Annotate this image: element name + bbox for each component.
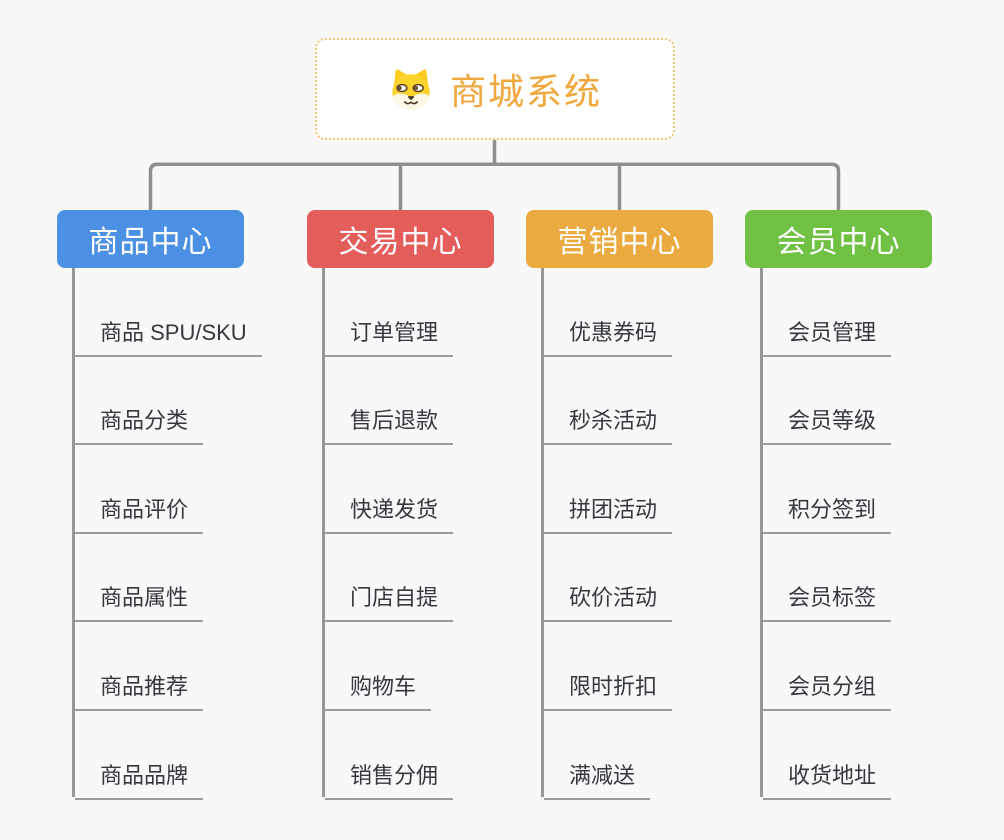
leaf-node[interactable]: 秒杀活动 [544,355,673,446]
branch-member-center: 会员中心 会员管理会员等级积分签到会员标签会员分组收货地址 [745,210,932,800]
leaf-node[interactable]: 售后退款 [325,355,454,446]
leaf-node[interactable]: 拼团活动 [544,443,673,534]
leaf-label: 积分签到 [763,492,892,534]
leaf-node[interactable]: 销售分佣 [325,709,454,800]
branch-marketing-center: 营销中心 优惠券码秒杀活动拼团活动砍价活动限时折扣满减送 [526,210,713,800]
leaf-label: 商品推荐 [75,669,204,711]
leaf-node[interactable]: 砍价活动 [544,532,673,623]
leaf-label: 销售分佣 [325,758,454,800]
leaf-node[interactable]: 快递发货 [325,443,454,534]
root-title: 商城系统 [449,71,602,112]
leaf-node[interactable]: 商品 SPU/SKU [75,268,262,357]
leaf-label: 购物车 [325,669,432,711]
branch-header-trade-center[interactable]: 交易中心 [307,210,494,268]
leaf-node[interactable]: 商品品牌 [75,709,204,800]
branch-children: 优惠券码秒杀活动拼团活动砍价活动限时折扣满减送 [541,268,713,800]
leaf-node[interactable]: 会员标签 [763,532,892,623]
leaf-node[interactable]: 门店自提 [325,532,454,623]
leaf-label: 商品分类 [75,403,204,446]
leaf-node[interactable]: 满减送 [544,709,651,800]
leaf-node[interactable]: 会员分组 [763,620,892,711]
leaf-label: 会员管理 [763,315,892,357]
branch-header-marketing-center[interactable]: 营销中心 [526,210,713,268]
branch-header-member-center[interactable]: 会员中心 [745,210,932,268]
branch-children: 会员管理会员等级积分签到会员标签会员分组收货地址 [760,268,932,800]
leaf-label: 商品评价 [75,492,204,534]
leaf-label: 售后退款 [325,403,454,446]
branch-header-product-center[interactable]: 商品中心 [57,210,244,268]
branch-children: 商品 SPU/SKU 商品分类商品评价商品属性商品推荐商品品牌 [72,268,262,800]
leaf-label: 会员分组 [763,669,892,711]
leaf-label: 优惠券码 [544,315,673,357]
leaf-node[interactable]: 购物车 [325,620,432,711]
branch-label: 商品中心 [88,226,213,259]
branch-children: 订单管理售后退款快递发货门店自提购物车销售分佣 [322,268,494,800]
leaf-node[interactable]: 限时折扣 [544,620,673,711]
leaf-node[interactable]: 收货地址 [763,709,892,800]
leaf-label: 秒杀活动 [544,403,673,446]
branch-label: 营销中心 [557,226,682,259]
leaf-label: 收货地址 [763,758,892,800]
leaf-label: 满减送 [544,758,651,800]
branch-label: 交易中心 [338,226,463,259]
leaf-label: 商品属性 [75,580,204,623]
leaf-label: 会员等级 [763,403,892,446]
leaf-node[interactable]: 商品评价 [75,443,204,534]
leaf-node[interactable]: 积分签到 [763,443,892,534]
leaf-label: 快递发货 [325,492,454,534]
leaf-label: 商品 SPU/SKU [75,315,262,357]
shiba-dog-icon [392,69,430,110]
leaf-node[interactable]: 商品推荐 [75,620,204,711]
leaf-node[interactable]: 会员等级 [763,355,892,446]
leaf-node[interactable]: 订单管理 [325,268,454,357]
leaf-node[interactable]: 优惠券码 [544,268,673,357]
leaf-label: 限时折扣 [544,669,673,711]
leaf-node[interactable]: 会员管理 [763,268,892,357]
branch-product-center: 商品中心 商品 SPU/SKU 商品分类商品评价商品属性商品推荐商品品牌 [57,210,262,800]
leaf-label: 订单管理 [325,315,454,357]
branch-label: 会员中心 [776,226,901,259]
leaf-label: 会员标签 [763,580,892,623]
leaf-node[interactable]: 商品分类 [75,355,204,446]
leaf-label: 商品品牌 [75,758,204,800]
branch-trade-center: 交易中心 订单管理售后退款快递发货门店自提购物车销售分佣 [307,210,494,800]
leaf-label: 拼团活动 [544,492,673,534]
leaf-label: 砍价活动 [544,580,673,623]
leaf-node[interactable]: 商品属性 [75,532,204,623]
root-node[interactable]: 商城系统 [315,38,675,140]
leaf-label: 门店自提 [325,580,454,623]
